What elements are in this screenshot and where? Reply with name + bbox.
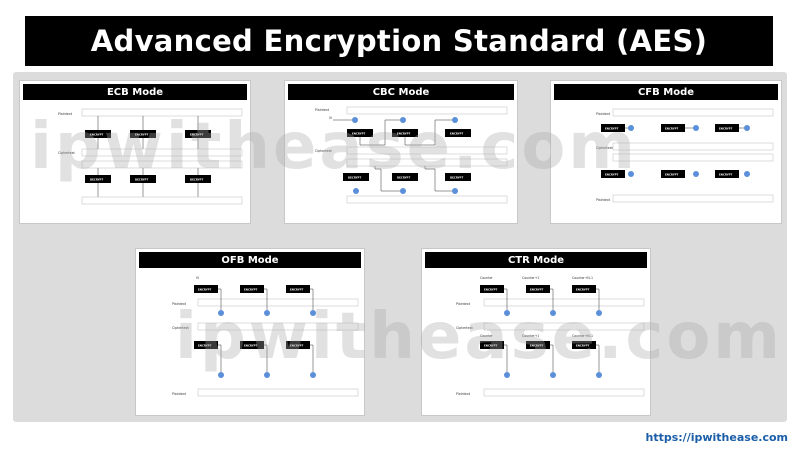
cfb-xor-nodes-bottom	[628, 171, 750, 177]
cfb-diagram: Plaintext ENCRYPT ENCRYPT ENCRYPT Cipher…	[596, 108, 774, 203]
ctr-diagram: Counter Counter+1 Counter+N-1 ENCRYPT EN…	[456, 276, 645, 397]
ecb-decrypt-2: DECRYPT	[135, 178, 148, 182]
ctr-decrypt-3: ENCRYPT	[576, 344, 589, 348]
ctr-encrypt-1: ENCRYPT	[484, 288, 497, 292]
ecb-header: ECB Mode	[23, 84, 247, 100]
cbc-encrypt-1: ENCRYPT	[352, 132, 365, 136]
ecb-ciphertext-label: Ciphertext	[58, 151, 75, 155]
cfb-plaintext-out-label: Plaintext	[596, 198, 611, 202]
cbc-ciphertext-label: Ciphertext	[315, 149, 332, 153]
ofb-card: OFB Mode IV ENCRYPT ENCRYPT ENCRYPT Plai…	[135, 248, 365, 416]
ofb-encrypt-2: ENCRYPT	[244, 288, 257, 292]
ctr-counter-plus-1-label-2: Counter+1	[522, 334, 539, 338]
cbc-header: CBC Mode	[288, 84, 514, 100]
ecb-encrypt-3: ENCRYPT	[190, 133, 203, 137]
ofb-decrypt-3: ENCRYPT	[290, 344, 303, 348]
ctr-card: CTR Mode Counter Counter+1 Counter+N-1 E…	[421, 248, 651, 416]
ofb-xor-nodes-top	[218, 310, 316, 316]
ofb-plaintext-out-label: Plaintext	[172, 392, 187, 396]
ctr-encrypt-3: ENCRYPT	[576, 288, 589, 292]
cfb-plaintext-label: Plaintext	[596, 112, 611, 116]
ctr-plaintext-out-label: Plaintext	[456, 392, 471, 396]
footer-url[interactable]: https://ipwithease.com	[645, 431, 788, 444]
cfb-decrypt-1: ENCRYPT	[605, 173, 618, 177]
ofb-encrypt-1: ENCRYPT	[198, 288, 211, 292]
cfb-encrypt-3: ENCRYPT	[719, 127, 732, 131]
cbc-card: CBC Mode Plaintext IV ENCRYPT ENCRYPT EN…	[284, 80, 518, 224]
cfb-card: CFB Mode Plaintext ENCRYPT ENCRYPT ENCRY…	[550, 80, 782, 224]
cfb-encrypt-1: ENCRYPT	[605, 127, 618, 131]
ofb-decrypt-1: ENCRYPT	[198, 344, 211, 348]
ctr-ciphertext-label: Ciphertext	[456, 326, 473, 330]
cbc-xor-nodes-top	[333, 117, 458, 123]
cfb-header: CFB Mode	[554, 84, 778, 100]
ecb-decrypt-row: DECRYPT DECRYPT DECRYPT	[85, 168, 211, 197]
cbc-decrypt-2: DECRYPT	[397, 176, 410, 180]
cbc-decrypt-3: DECRYPT	[450, 176, 463, 180]
ctr-counter-label: Counter	[480, 276, 493, 280]
ecb-decrypt-1: DECRYPT	[90, 178, 103, 182]
cbc-diagram: Plaintext IV ENCRYPT ENCRYPT ENCRYPT Cip…	[315, 106, 508, 204]
cbc-encrypt-3: ENCRYPT	[450, 132, 463, 136]
cbc-xor-nodes-bottom	[353, 188, 458, 194]
ofb-ciphertext-label: Ciphertext	[172, 326, 189, 330]
cfb-decrypt-2: ENCRYPT	[665, 173, 678, 177]
ctr-decrypt-2: ENCRYPT	[530, 344, 543, 348]
ofb-xor-nodes-bottom	[218, 372, 316, 378]
ecb-encrypt-row: ENCRYPT ENCRYPT ENCRYPT	[85, 116, 211, 149]
ecb-decrypt-3: DECRYPT	[190, 178, 203, 182]
cbc-encrypt-2: ENCRYPT	[397, 132, 410, 136]
ecb-encrypt-2: ENCRYPT	[135, 133, 148, 137]
ecb-plaintext-label: Plaintext	[58, 112, 73, 116]
ofb-diagram: IV ENCRYPT ENCRYPT ENCRYPT Plaintext Cip…	[172, 276, 359, 397]
ctr-xor-nodes-top	[504, 310, 602, 316]
cbc-decrypt-1: DECRYPT	[348, 176, 361, 180]
ofb-header: OFB Mode	[139, 252, 361, 268]
ecb-card: ECB Mode Plaintext ENCRYPT ENCRYPT ENCRY…	[19, 80, 251, 224]
cfb-encrypt-2: ENCRYPT	[665, 127, 678, 131]
cfb-xor-nodes-top	[628, 125, 750, 131]
ofb-iv-label: IV	[196, 276, 200, 280]
ofb-encrypt-3: ENCRYPT	[290, 288, 303, 292]
ecb-diagram: Plaintext ENCRYPT ENCRYPT ENCRYPT Cipher…	[58, 108, 243, 205]
ctr-encrypt-2: ENCRYPT	[530, 288, 543, 292]
page-title: Advanced Encryption Standard (AES)	[25, 16, 773, 66]
ctr-counter-label-2: Counter	[480, 334, 493, 338]
ctr-counter-plus-n-label: Counter+N-1	[572, 276, 593, 280]
cbc-iv-label: IV	[329, 116, 333, 120]
ctr-counter-plus-n-label-2: Counter+N-1	[572, 334, 593, 338]
ofb-plaintext-label: Plaintext	[172, 302, 187, 306]
ctr-xor-nodes-bottom	[504, 372, 602, 378]
ecb-encrypt-1: ENCRYPT	[90, 133, 103, 137]
diagram-panel: ECB Mode Plaintext ENCRYPT ENCRYPT ENCRY…	[13, 72, 787, 422]
cbc-plaintext-label: Plaintext	[315, 108, 330, 112]
ctr-decrypt-1: ENCRYPT	[484, 344, 497, 348]
ctr-plaintext-label: Plaintext	[456, 302, 471, 306]
ctr-counter-plus-1-label: Counter+1	[522, 276, 539, 280]
ctr-header: CTR Mode	[425, 252, 647, 268]
cfb-ciphertext-label: Ciphertext	[596, 146, 613, 150]
ofb-decrypt-2: ENCRYPT	[244, 344, 257, 348]
cfb-decrypt-3: ENCRYPT	[719, 173, 732, 177]
